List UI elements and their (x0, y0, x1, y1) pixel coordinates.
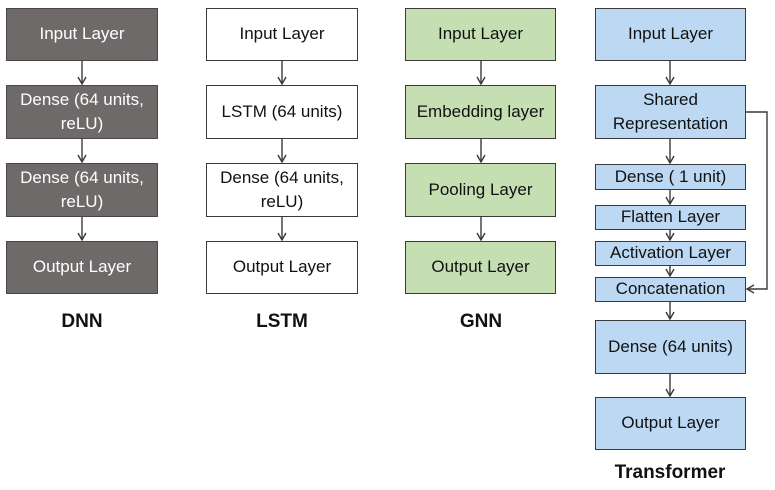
transformer-flatten-layer: Flatten Layer (595, 205, 746, 230)
dnn-caption: DNN (61, 311, 103, 332)
transformer-skip-connection (745, 111, 768, 294)
lstm-lstm-layer: LSTM (64 units) (206, 85, 358, 139)
dnn-dense-layer-2: Dense (64 units, reLU) (6, 163, 158, 217)
lstm-output-layer: Output Layer (206, 241, 358, 294)
dnn-input-layer: Input Layer (6, 8, 158, 61)
dnn-output-layer: Output Layer (6, 241, 158, 294)
lstm-input-layer: Input Layer (206, 8, 358, 61)
gnn-output-layer: Output Layer (405, 241, 556, 294)
transformer-caption: Transformer (614, 462, 726, 483)
dnn-dense-layer-1: Dense (64 units, reLU) (6, 85, 158, 139)
lstm-dense-layer: Dense (64 units, reLU) (206, 163, 358, 217)
transformer-input-layer: Input Layer (595, 8, 746, 61)
transformer-concatenation: Concatenation (595, 277, 746, 302)
transformer-shared-representation: Shared Representation (595, 85, 746, 139)
transformer-dense-64-units: Dense (64 units) (595, 320, 746, 374)
transformer-dense-1-unit: Dense ( 1 unit) (595, 164, 746, 190)
gnn-caption: GNN (459, 311, 503, 332)
gnn-pooling-layer: Pooling Layer (405, 163, 556, 217)
transformer-activation-layer: Activation Layer (595, 241, 746, 266)
transformer-output-layer: Output Layer (595, 397, 746, 450)
gnn-input-layer: Input Layer (405, 8, 556, 61)
gnn-embedding-layer: Embedding layer (405, 85, 556, 139)
lstm-caption: LSTM (256, 311, 308, 332)
